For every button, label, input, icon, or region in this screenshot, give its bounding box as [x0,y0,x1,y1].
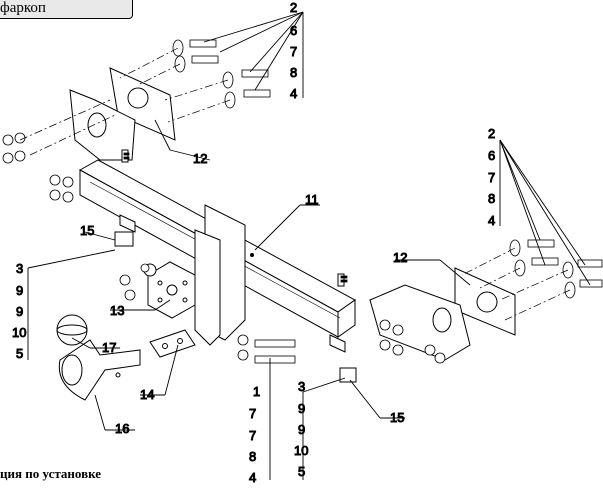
callout-label: 13 [110,303,124,318]
callout-label: 9 [298,422,305,437]
callout-label: 3 [16,261,23,276]
ball-mount-plate [143,261,196,319]
callout-label: 12 [193,151,207,166]
callout-label: 4 [249,470,256,485]
callout-label: 9 [298,401,305,416]
callout-stack-right: 2 6 7 8 4 [488,126,496,229]
bottom-caption: ция по установке [0,466,102,481]
callout-label: 14 [140,387,154,402]
callout-label: 4 [290,86,297,101]
leader-lines [27,11,591,480]
tow-ball-assembly [56,314,141,401]
callout-stack-center: 1 7 7 8 4 [249,384,261,486]
callout-label: 15 [390,410,404,425]
bracket-hole [87,112,107,138]
callout-label: 9 [16,304,23,319]
callout-stack-bottom-right: 3 9 9 10 5 [294,379,309,480]
callout-label: 4 [488,213,495,228]
socket-plate [149,329,196,358]
callout-label: 2 [488,126,495,141]
bracket-hole [127,87,149,109]
fasteners [2,39,603,364]
callout-stack-left: 3 9 9 10 5 [12,261,27,362]
callout-label: 5 [16,346,23,361]
callout-label: 8 [488,191,495,206]
callout-label: 11 [305,192,319,207]
callout-label: 12 [393,250,407,265]
callout-label: 10 [12,325,26,340]
beam-dot [250,253,254,257]
callout-label: 17 [102,340,116,355]
callout-label: 6 [488,148,495,163]
clamp-bracket [114,231,134,247]
callout-label: 8 [290,65,297,80]
callout-label: 6 [290,23,297,38]
center-plates [119,204,346,353]
tow-ball [56,314,88,346]
callout-label: 7 [488,170,495,185]
left-bracket [69,67,176,163]
callout-label: 5 [298,464,305,479]
page-title: фаркоп [0,0,133,19]
callout-label: 8 [249,449,256,464]
callout-label: 9 [16,283,23,298]
assembly-axis-lines [19,47,571,321]
tow-neck [58,339,141,401]
callout-label: 16 [115,421,129,436]
callout-label: 3 [298,379,305,394]
callout-label: 7 [249,428,256,443]
clamp-bracket [339,367,357,383]
callout-label: 7 [290,44,297,59]
callout-label: 7 [249,406,256,421]
callout-label: 15 [80,223,94,238]
bracket-hole [476,291,498,313]
bracket-slot [121,149,129,163]
callout-label: 1 [253,384,260,399]
callout-label: 10 [294,443,308,458]
callout-stack-top: 2 6 7 8 4 [290,0,298,102]
bracket-hole [432,307,452,333]
callout-label: 2 [290,0,297,15]
